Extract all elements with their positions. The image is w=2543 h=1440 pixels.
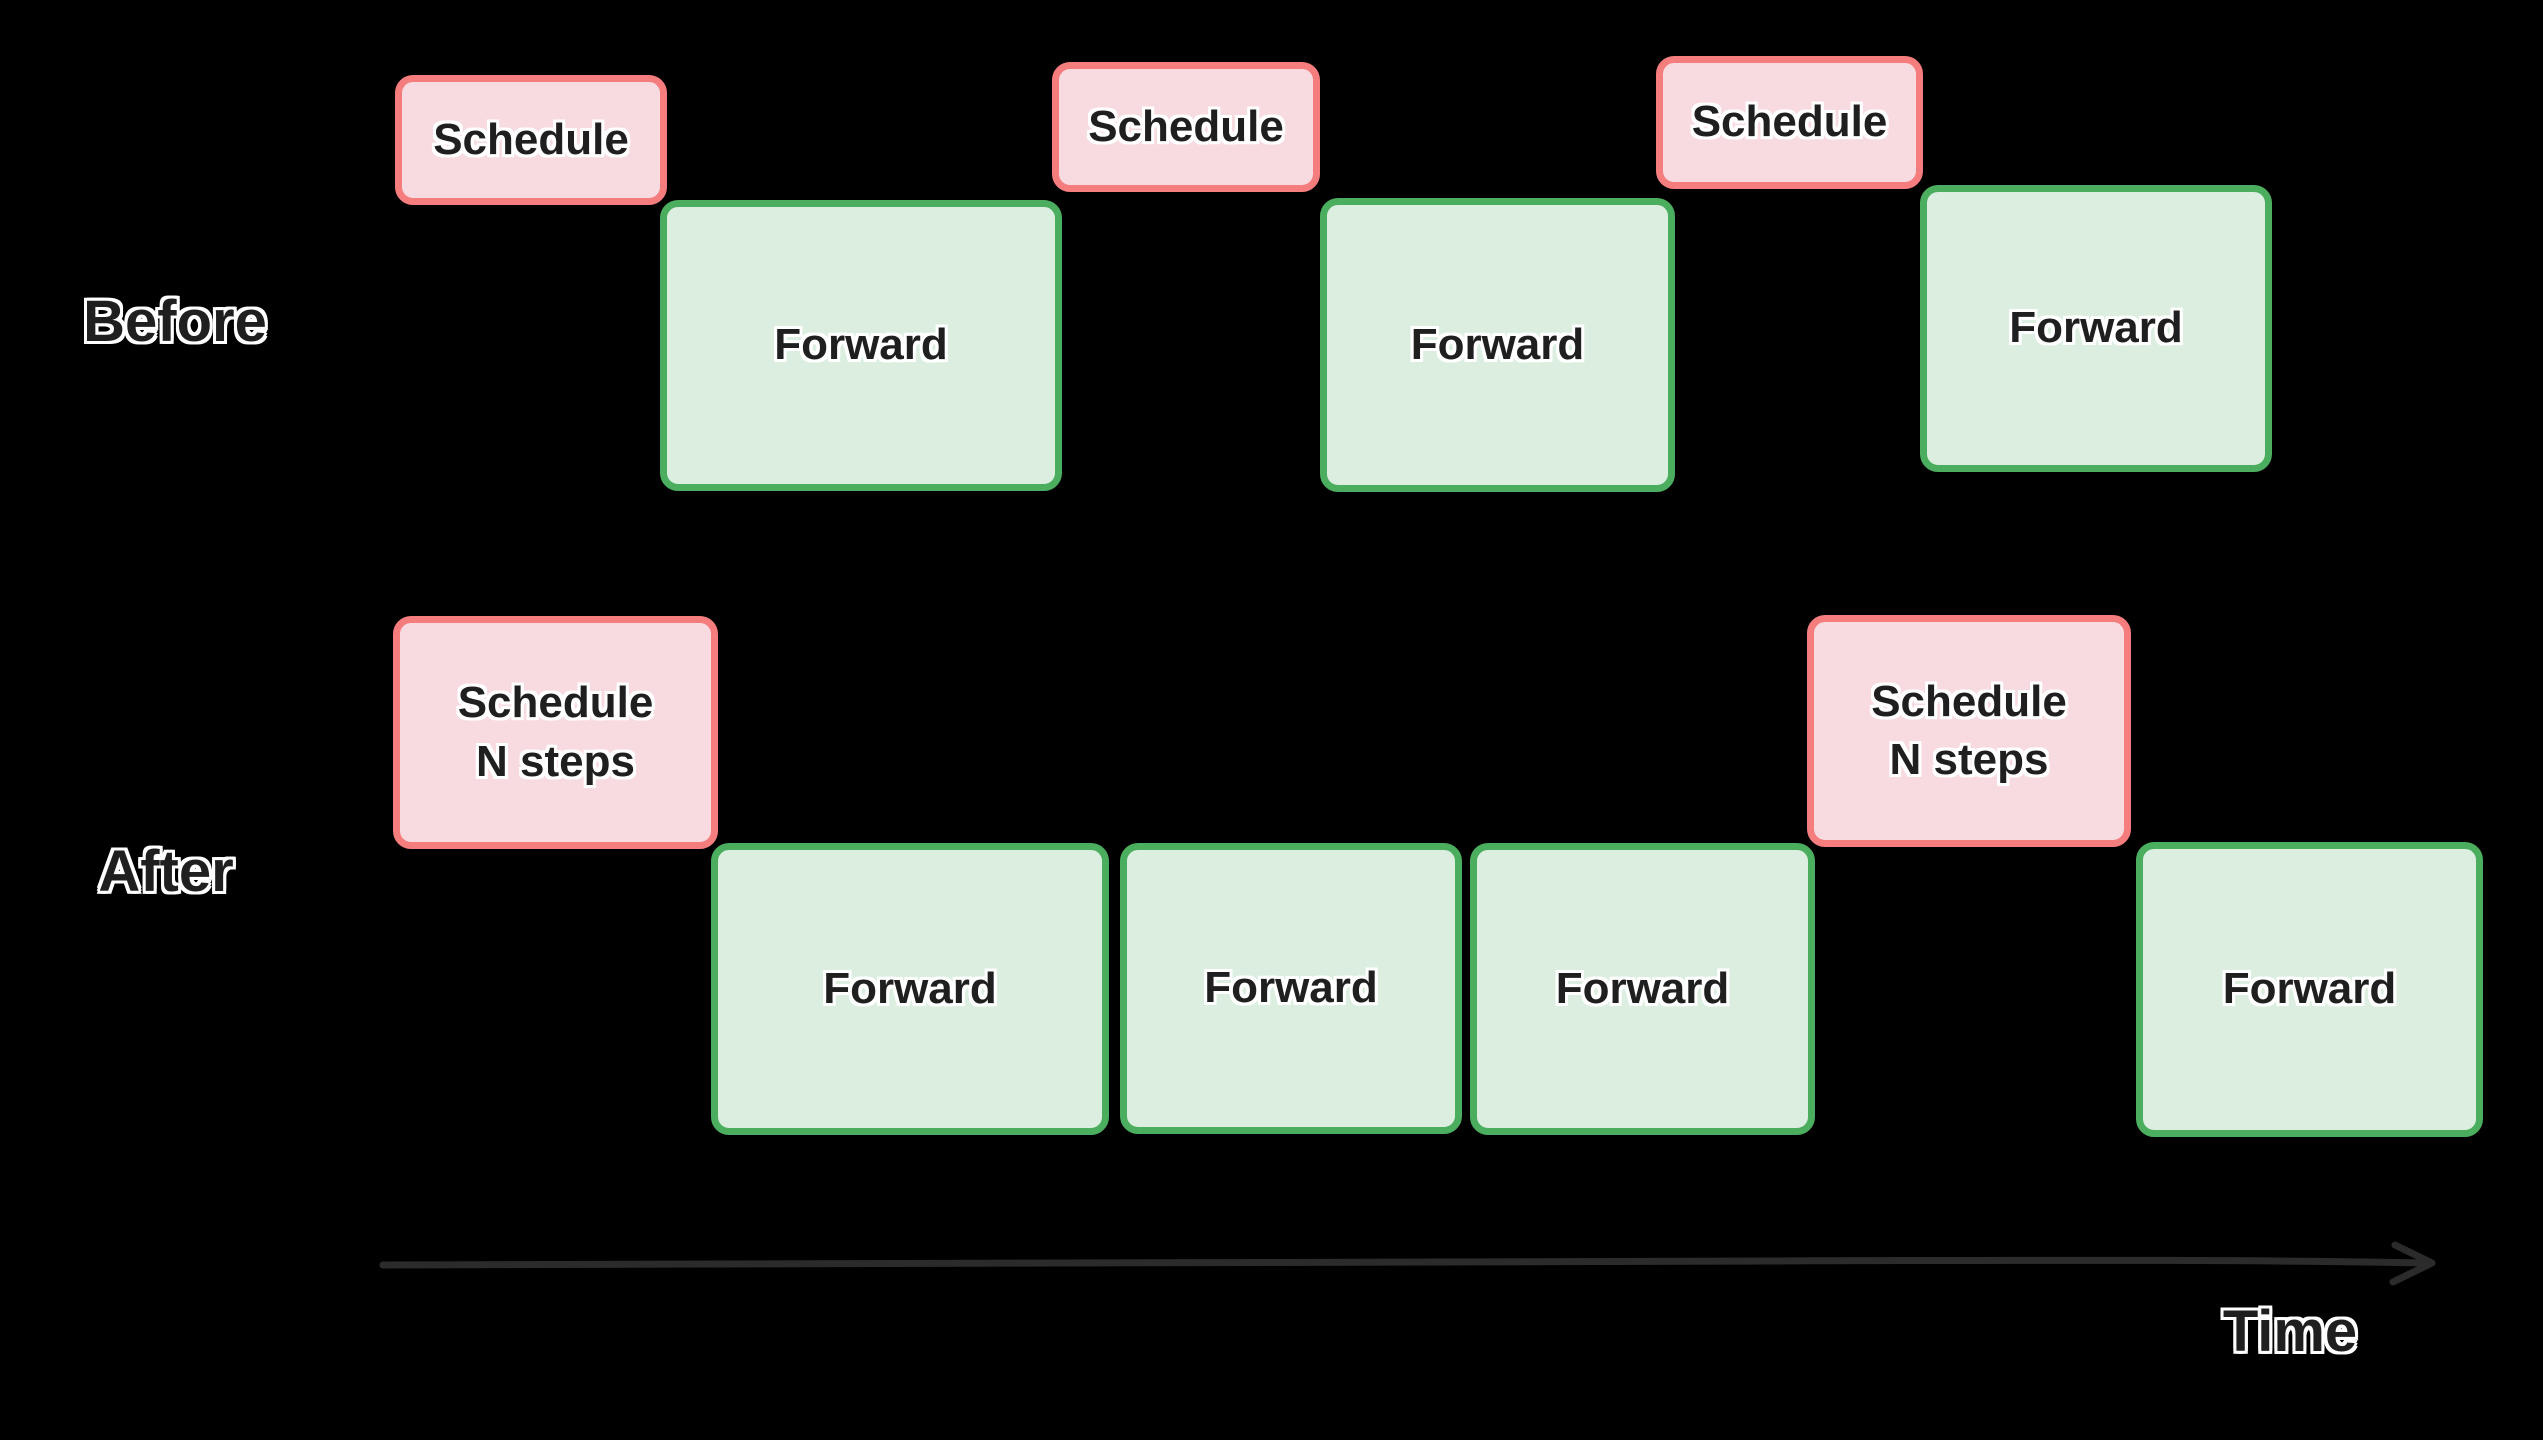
before-schedule-box-2-label: Schedule: [1088, 101, 1284, 151]
after-schedule-box-2: Schedule N steps: [1807, 615, 2131, 847]
before-schedule-box-3-label: Schedule: [1691, 97, 1888, 147]
after-forward-box-4: Forward: [2136, 842, 2483, 1137]
after-schedule-box-2-line1: Schedule: [1871, 676, 2067, 726]
before-schedule-box-2: Schedule: [1052, 62, 1320, 192]
before-forward-box-3: Forward: [1920, 185, 2272, 472]
after-forward-box-1: Forward: [711, 843, 1109, 1135]
after-forward-box-2: Forward: [1120, 843, 1462, 1134]
before-row-label: Before: [83, 289, 267, 354]
after-forward-box-1-label: Forward: [823, 963, 997, 1013]
before-schedule-box-3: Schedule: [1656, 56, 1923, 189]
after-schedule-box-2-line2: N steps: [1889, 735, 2049, 784]
after-forward-box-2-label: Forward: [1204, 963, 1378, 1013]
before-schedule-box-1-label: Schedule: [433, 114, 629, 164]
after-forward-box-4-label: Forward: [2222, 964, 2397, 1014]
before-forward-box-2-label: Forward: [1410, 319, 1585, 369]
before-forward-box-3-label: Forward: [2009, 303, 2183, 353]
after-row-label: After: [98, 839, 234, 904]
after-forward-box-3: Forward: [1470, 843, 1815, 1135]
before-forward-box-2: Forward: [1320, 198, 1675, 492]
before-schedule-box-1: Schedule: [395, 75, 667, 205]
time-axis-label: Time: [2222, 1299, 2358, 1364]
time-axis-arrow-icon: [379, 1241, 2436, 1286]
before-forward-box-1: Forward: [660, 200, 1062, 491]
after-forward-box-3-label: Forward: [1555, 963, 1730, 1013]
after-schedule-box-1-line1: Schedule: [457, 678, 654, 728]
after-schedule-box-1: Schedule N steps: [393, 616, 718, 849]
before-forward-box-1-label: Forward: [774, 320, 948, 370]
after-schedule-box-1-line2: N steps: [476, 736, 635, 786]
